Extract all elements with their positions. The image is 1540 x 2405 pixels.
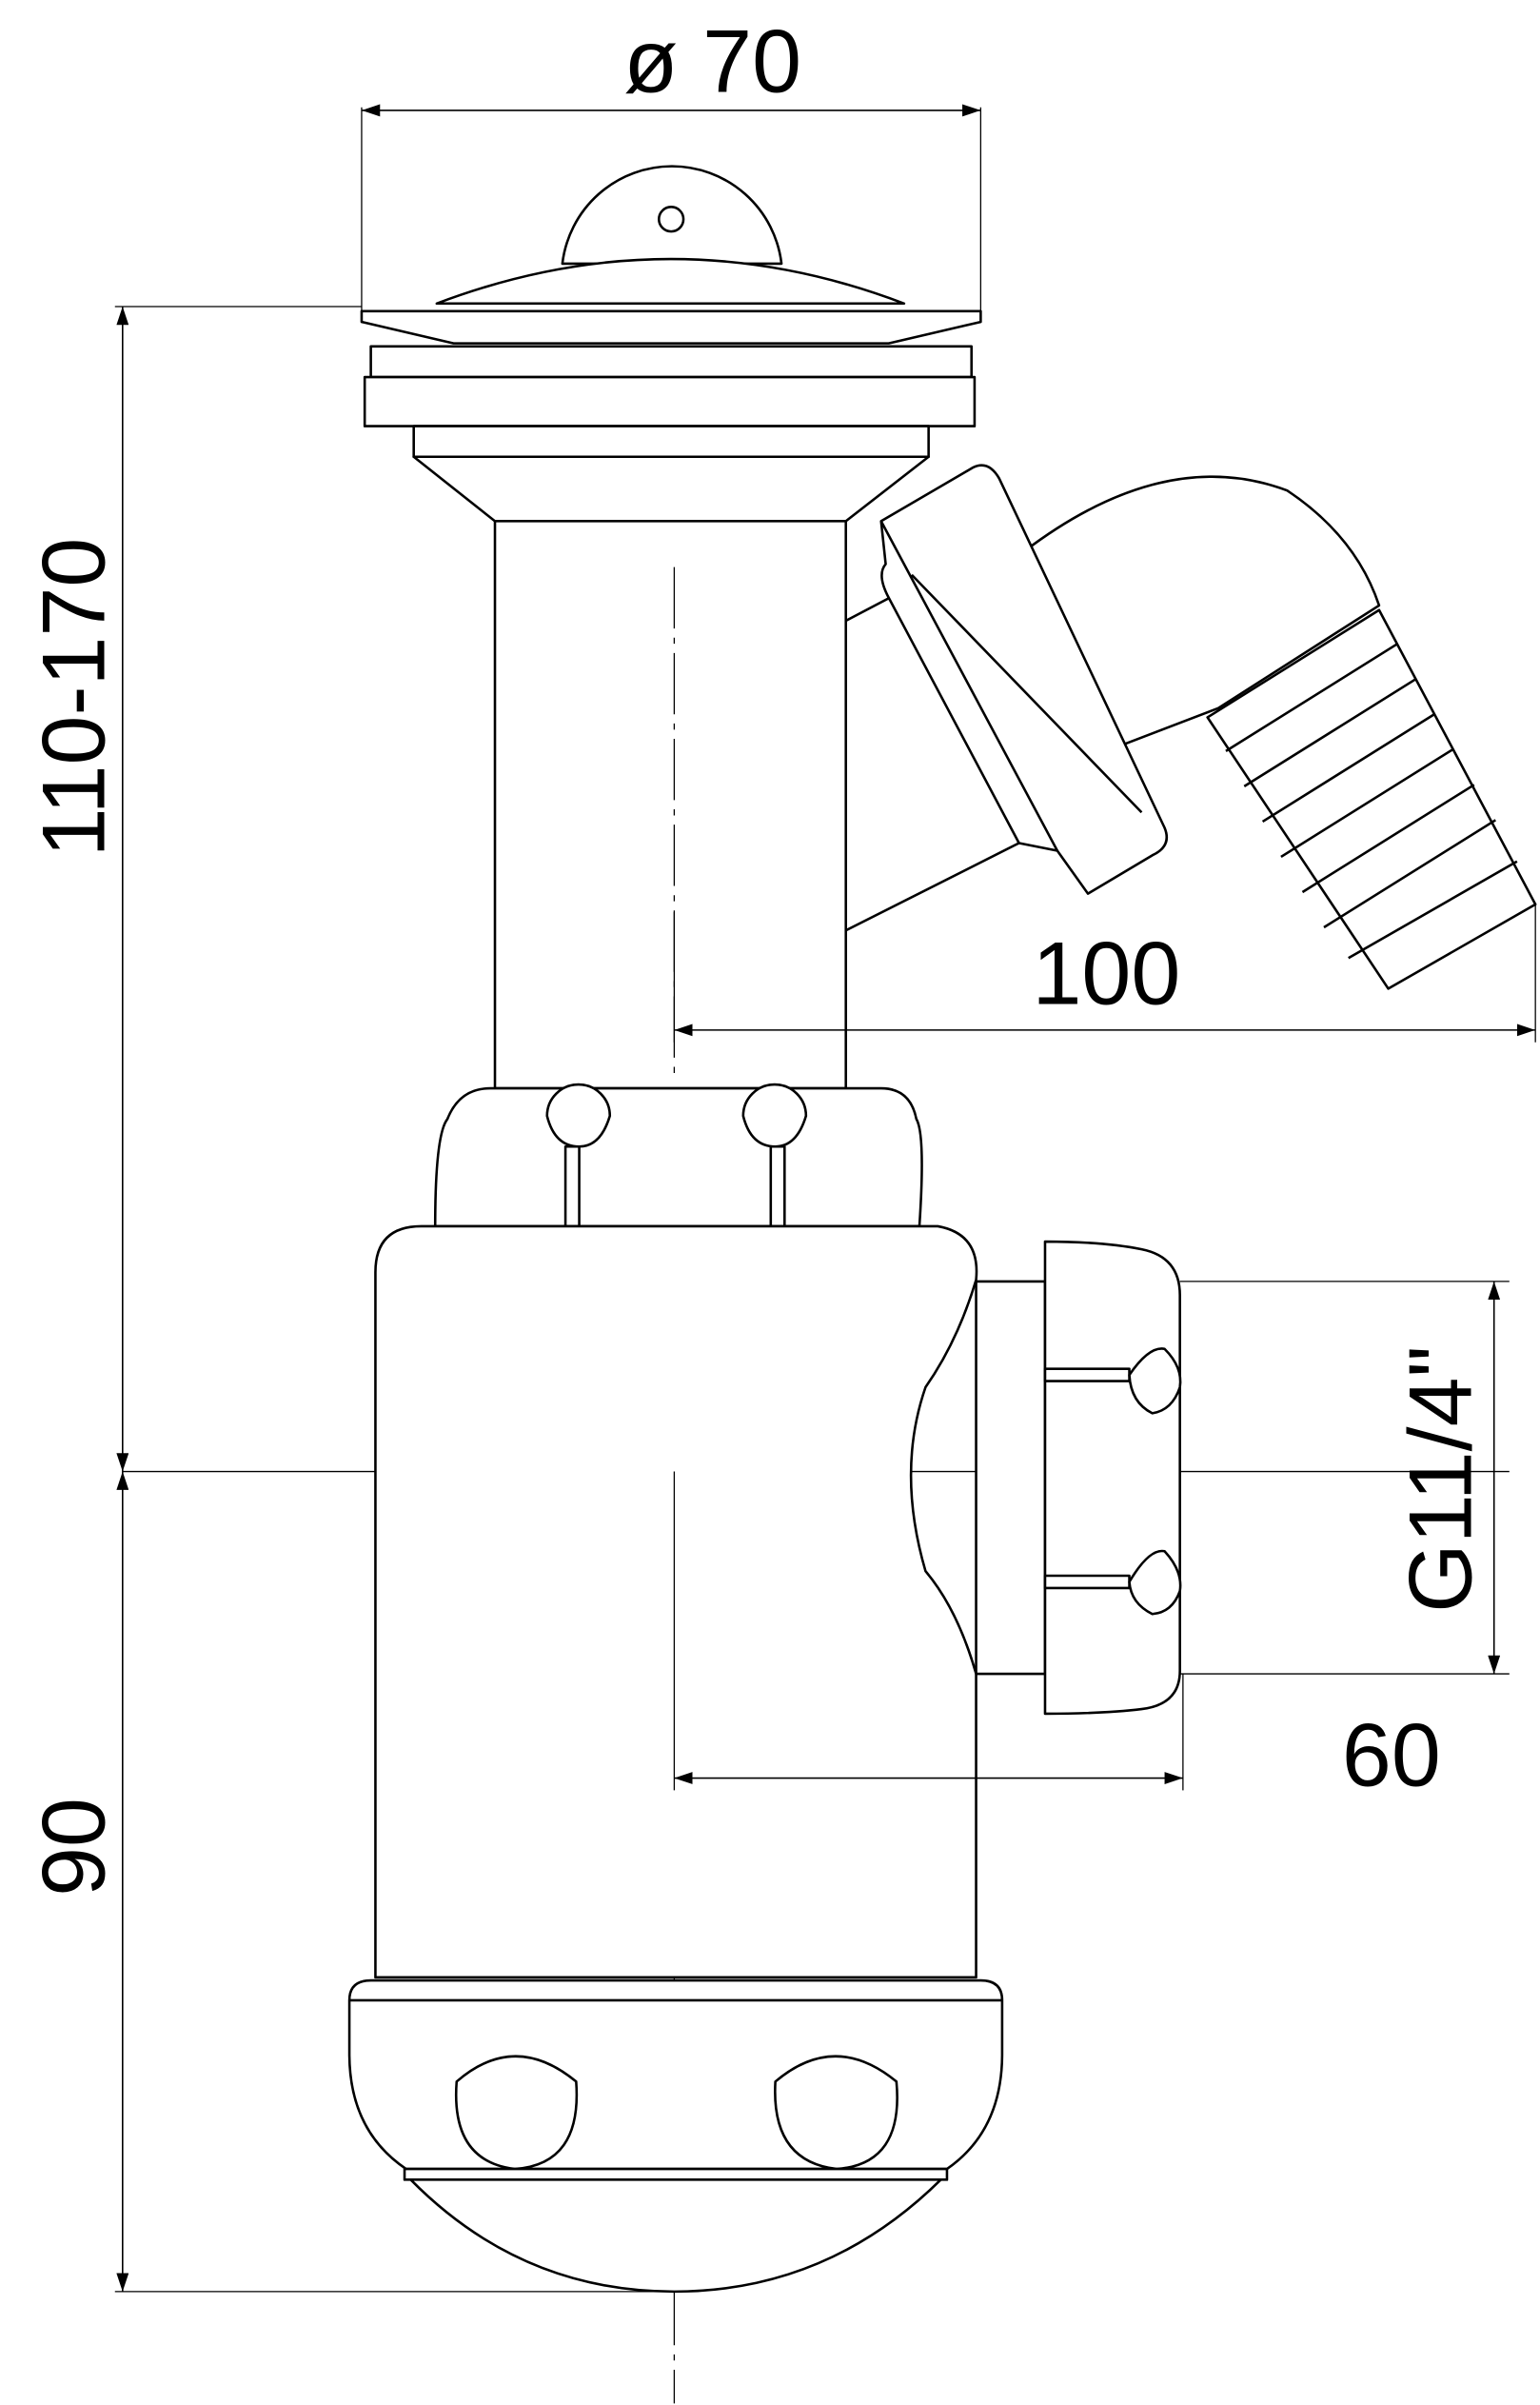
- flange-rings: [363, 345, 977, 523]
- dimension-diameter: ø 70: [361, 11, 982, 311]
- bottom-height-label: 90: [23, 1798, 123, 1897]
- dimension-side-offset: 60: [673, 1471, 1441, 1805]
- thread-label: G11/4": [1391, 1345, 1491, 1613]
- bottom-cap: [347, 1978, 1004, 2294]
- tail-pipe: [493, 520, 847, 1090]
- outlet-nut: [1043, 1240, 1182, 1716]
- dimension-outlet-offset: 100: [673, 904, 1536, 1043]
- outlet-offset-label: 100: [1032, 924, 1180, 1024]
- hose-barb: [1206, 608, 1537, 990]
- side-inlet: [782, 464, 1537, 990]
- side-offset-label: 60: [1342, 1705, 1441, 1805]
- siphon-body: [374, 1224, 978, 1979]
- diameter-label: ø 70: [623, 11, 801, 111]
- upper-nut: [433, 1083, 923, 1228]
- height-range-label: 110-170: [23, 538, 123, 858]
- strainer-cap: [360, 165, 982, 345]
- dimension-bottom-height: 90: [23, 1471, 675, 2293]
- dimension-height-range: 110-170: [23, 306, 362, 1472]
- dimension-thread: G11/4": [1179, 1281, 1510, 1675]
